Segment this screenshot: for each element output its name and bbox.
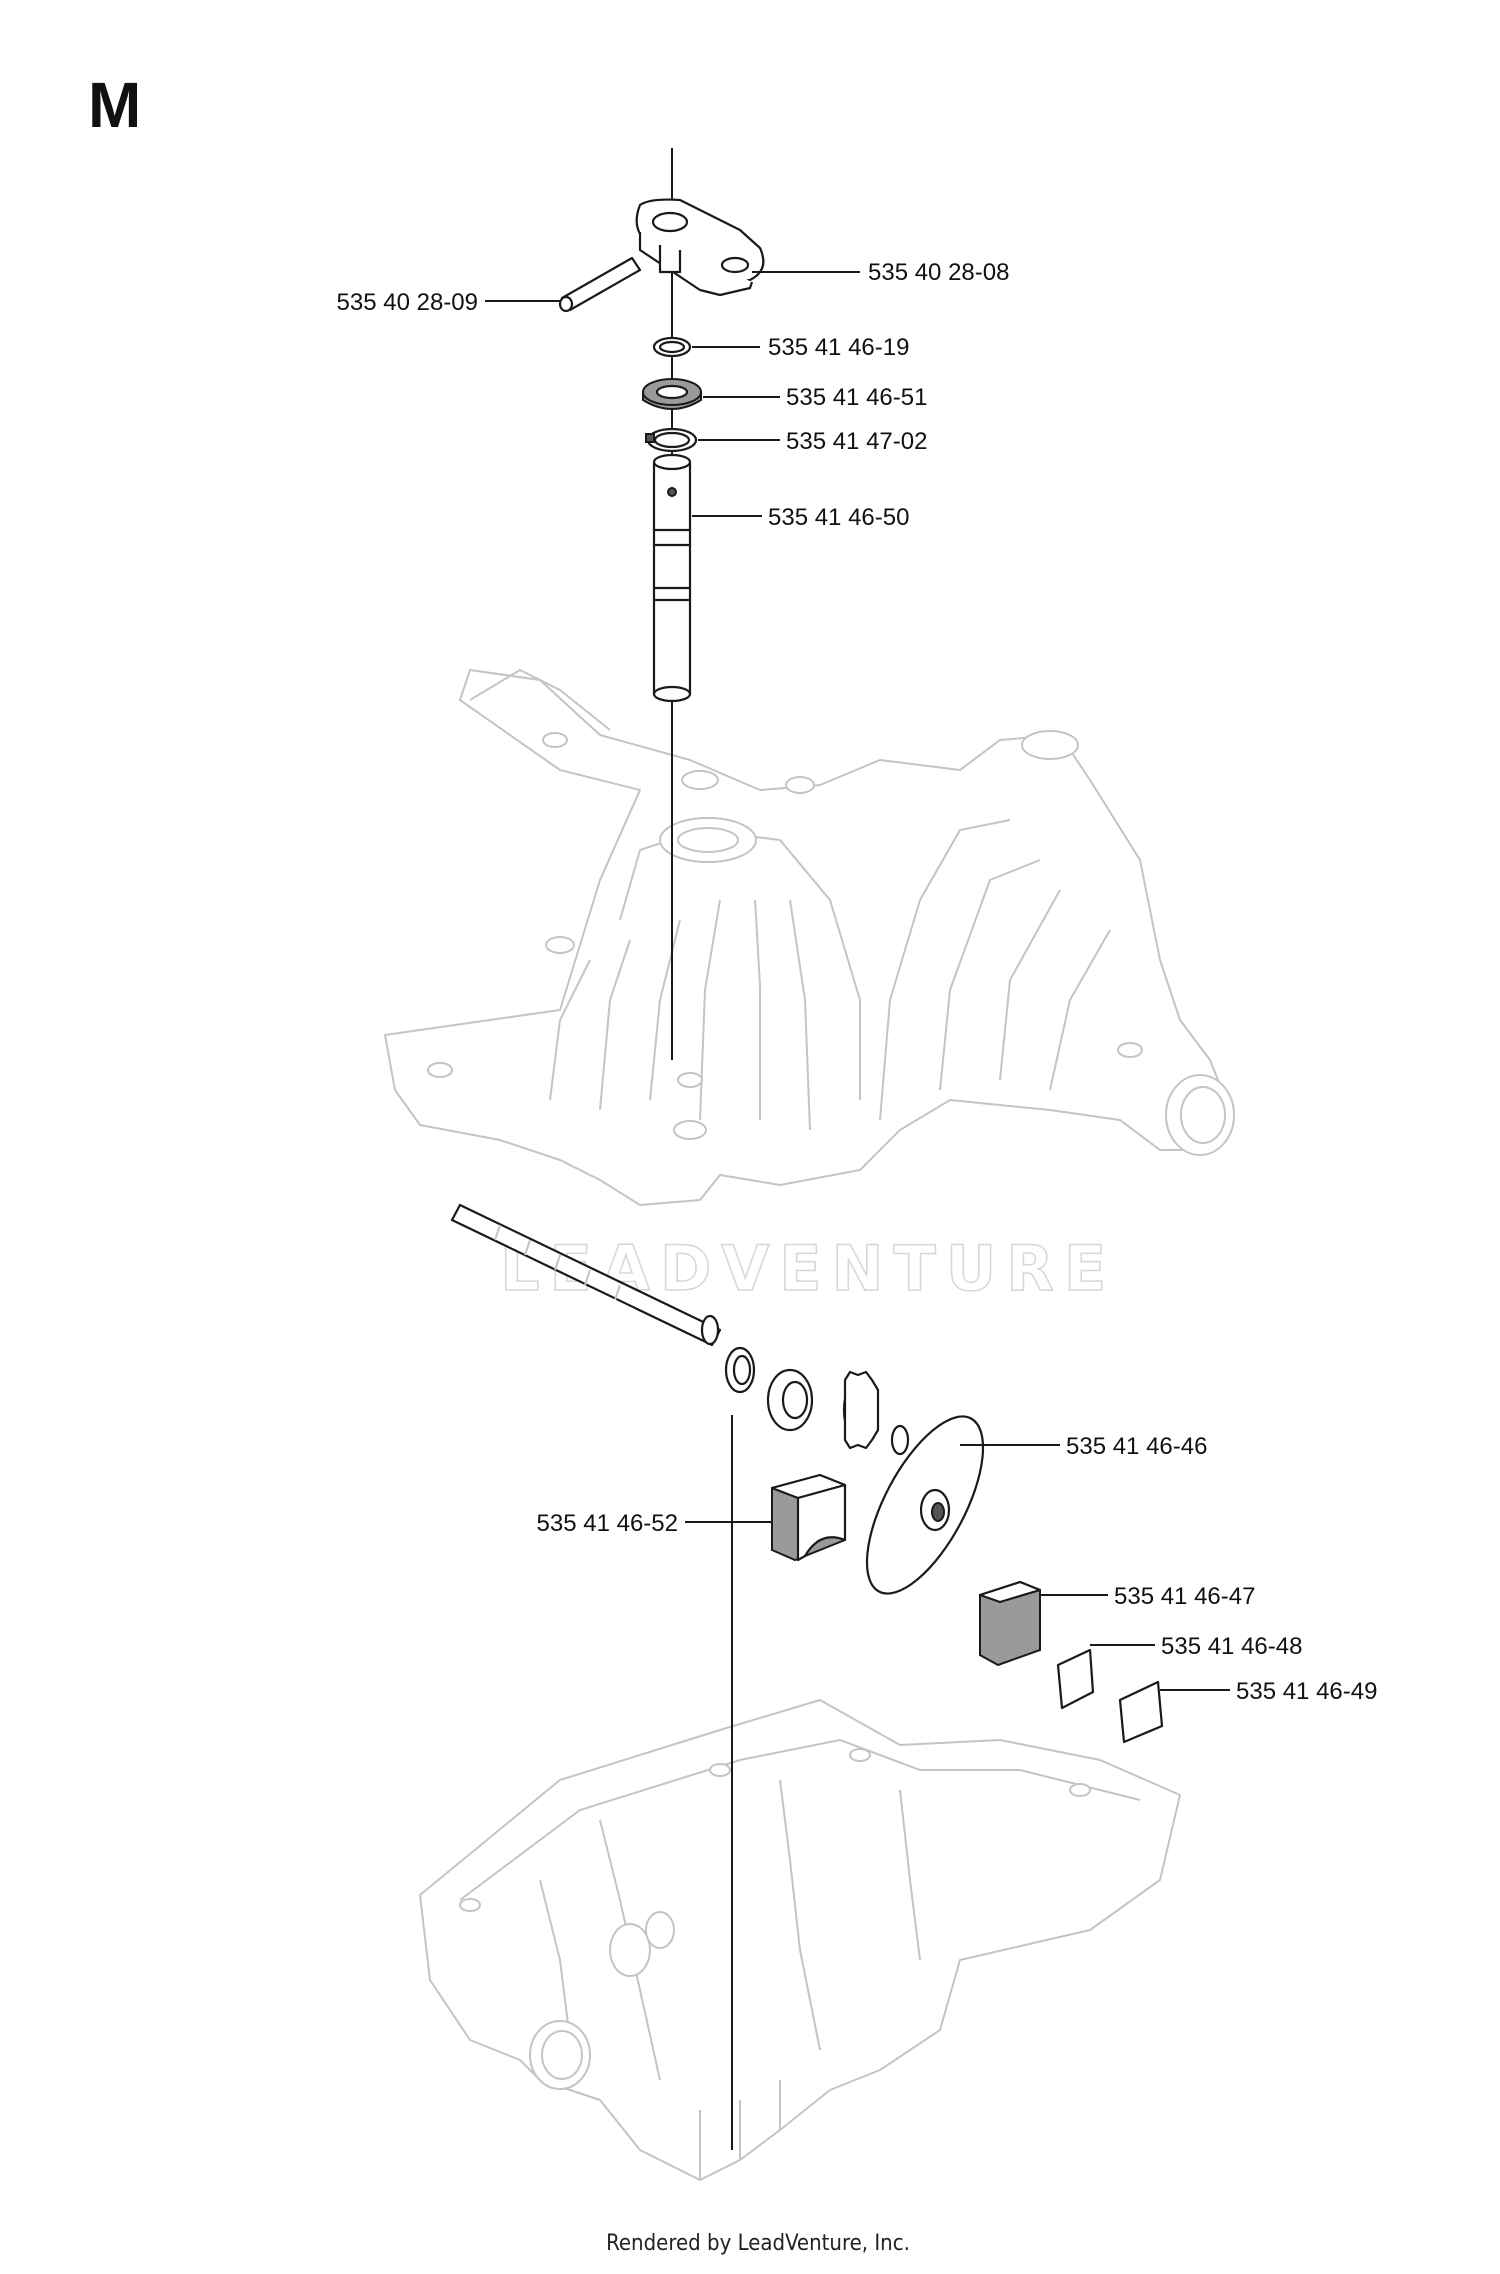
callout-label-seal[interactable]: 535 41 46-51 — [786, 384, 927, 411]
section-letter: M — [88, 69, 141, 141]
callout-label-brake-disc[interactable]: 535 41 46-46 — [1066, 1433, 1207, 1460]
callout-label-retaining-ring[interactable]: 535 41 47-02 — [786, 428, 927, 455]
brake-block-part[interactable] — [770, 1473, 847, 1562]
callout-label-control-shaft[interactable]: 535 41 46-50 — [768, 504, 909, 531]
seal-part[interactable] — [642, 378, 702, 410]
upper-housing-ghost — [384, 668, 1235, 1206]
callout-label-shim-a[interactable]: 535 41 46-48 — [1161, 1633, 1302, 1660]
brake-disc-part[interactable] — [844, 1400, 1007, 1611]
steering-arm-part[interactable] — [635, 198, 765, 297]
control-shaft-part[interactable] — [652, 453, 692, 703]
callout-label-brake-block[interactable]: 535 41 46-52 — [537, 1510, 678, 1537]
callout-label-o-ring[interactable]: 535 41 46-19 — [768, 334, 909, 361]
retaining-ring-part[interactable] — [645, 427, 698, 453]
lower-housing-ghost — [419, 1699, 1181, 2181]
footer-credit: Rendered by LeadVenture, Inc. — [606, 2231, 910, 2256]
callout-label-steering-arm[interactable]: 535 40 28-08 — [868, 259, 1009, 286]
pin-part[interactable] — [558, 256, 642, 313]
leader-lines — [485, 271, 1230, 1691]
watermark-text: LEADVENTURE — [500, 1232, 1116, 1305]
callout-label-shim-b[interactable]: 535 41 46-49 — [1236, 1678, 1377, 1705]
output-shaft-assembly — [450, 1203, 910, 1456]
callout-label-pin[interactable]: 535 40 28-09 — [337, 289, 478, 316]
shim-b-part[interactable] — [1118, 1680, 1164, 1744]
callout-label-brake-puck[interactable]: 535 41 46-47 — [1114, 1583, 1255, 1610]
shim-a-part[interactable] — [1056, 1648, 1095, 1710]
brake-puck-part[interactable] — [978, 1580, 1042, 1667]
o-ring-part[interactable] — [652, 336, 692, 358]
callout-labels: 535 40 28-08 535 40 28-09 535 41 46-19 5… — [337, 259, 1378, 1705]
